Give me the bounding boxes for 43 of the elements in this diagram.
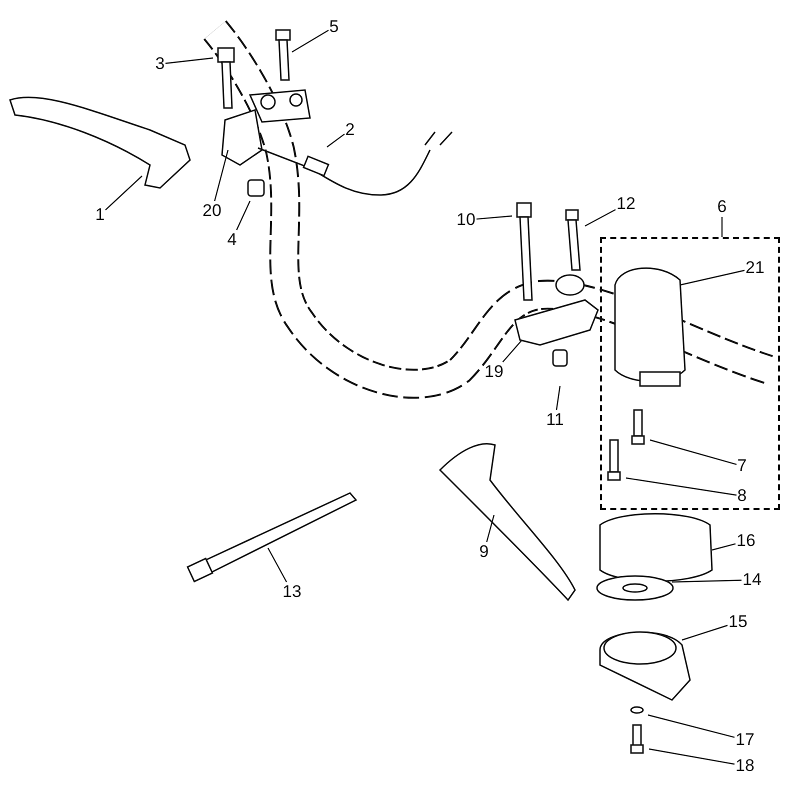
callout-number: 6	[716, 197, 728, 217]
leader-line	[292, 30, 329, 53]
dashed-boundary-box	[600, 237, 780, 510]
leader-line	[721, 217, 723, 237]
leader-line	[682, 624, 728, 641]
leader-line	[680, 270, 745, 286]
leader-line	[712, 543, 736, 551]
callout-number: 14	[742, 570, 762, 590]
leader-line	[648, 748, 735, 765]
leader-line	[650, 439, 737, 466]
leader-line	[584, 209, 616, 227]
callout-number: 2	[344, 120, 356, 140]
leader-line	[326, 134, 345, 148]
leader-line	[672, 580, 742, 583]
callout-number: 3	[154, 54, 166, 74]
callout-number: 21	[744, 258, 766, 278]
leader-line	[105, 176, 142, 210]
leader-line	[214, 150, 229, 202]
callout-number: 7	[736, 456, 748, 476]
callout-number: 12	[616, 194, 636, 214]
callout-number: 16	[736, 531, 756, 551]
callout-number: 18	[734, 756, 756, 776]
leader-line	[476, 215, 512, 220]
callout-number: 4	[226, 230, 238, 250]
callout-number: 10	[456, 210, 476, 230]
callout-number: 11	[545, 410, 565, 430]
callout-number: 20	[202, 201, 222, 221]
leader-line	[486, 514, 495, 542]
callout-number: 1	[94, 205, 106, 225]
callout-number: 8	[736, 486, 748, 506]
callout-number: 19	[484, 362, 504, 382]
leader-line	[267, 548, 288, 582]
leader-line	[648, 714, 735, 738]
callout-number: 5	[328, 17, 340, 37]
leader-line	[626, 477, 737, 496]
callout-number: 17	[734, 730, 756, 750]
leader-line	[236, 200, 251, 230]
leader-line	[165, 57, 214, 64]
callout-number: 15	[728, 612, 748, 632]
callout-number: 9	[478, 542, 490, 562]
callout-number: 13	[282, 582, 302, 602]
leader-line	[556, 386, 561, 410]
leader-line	[502, 340, 522, 362]
